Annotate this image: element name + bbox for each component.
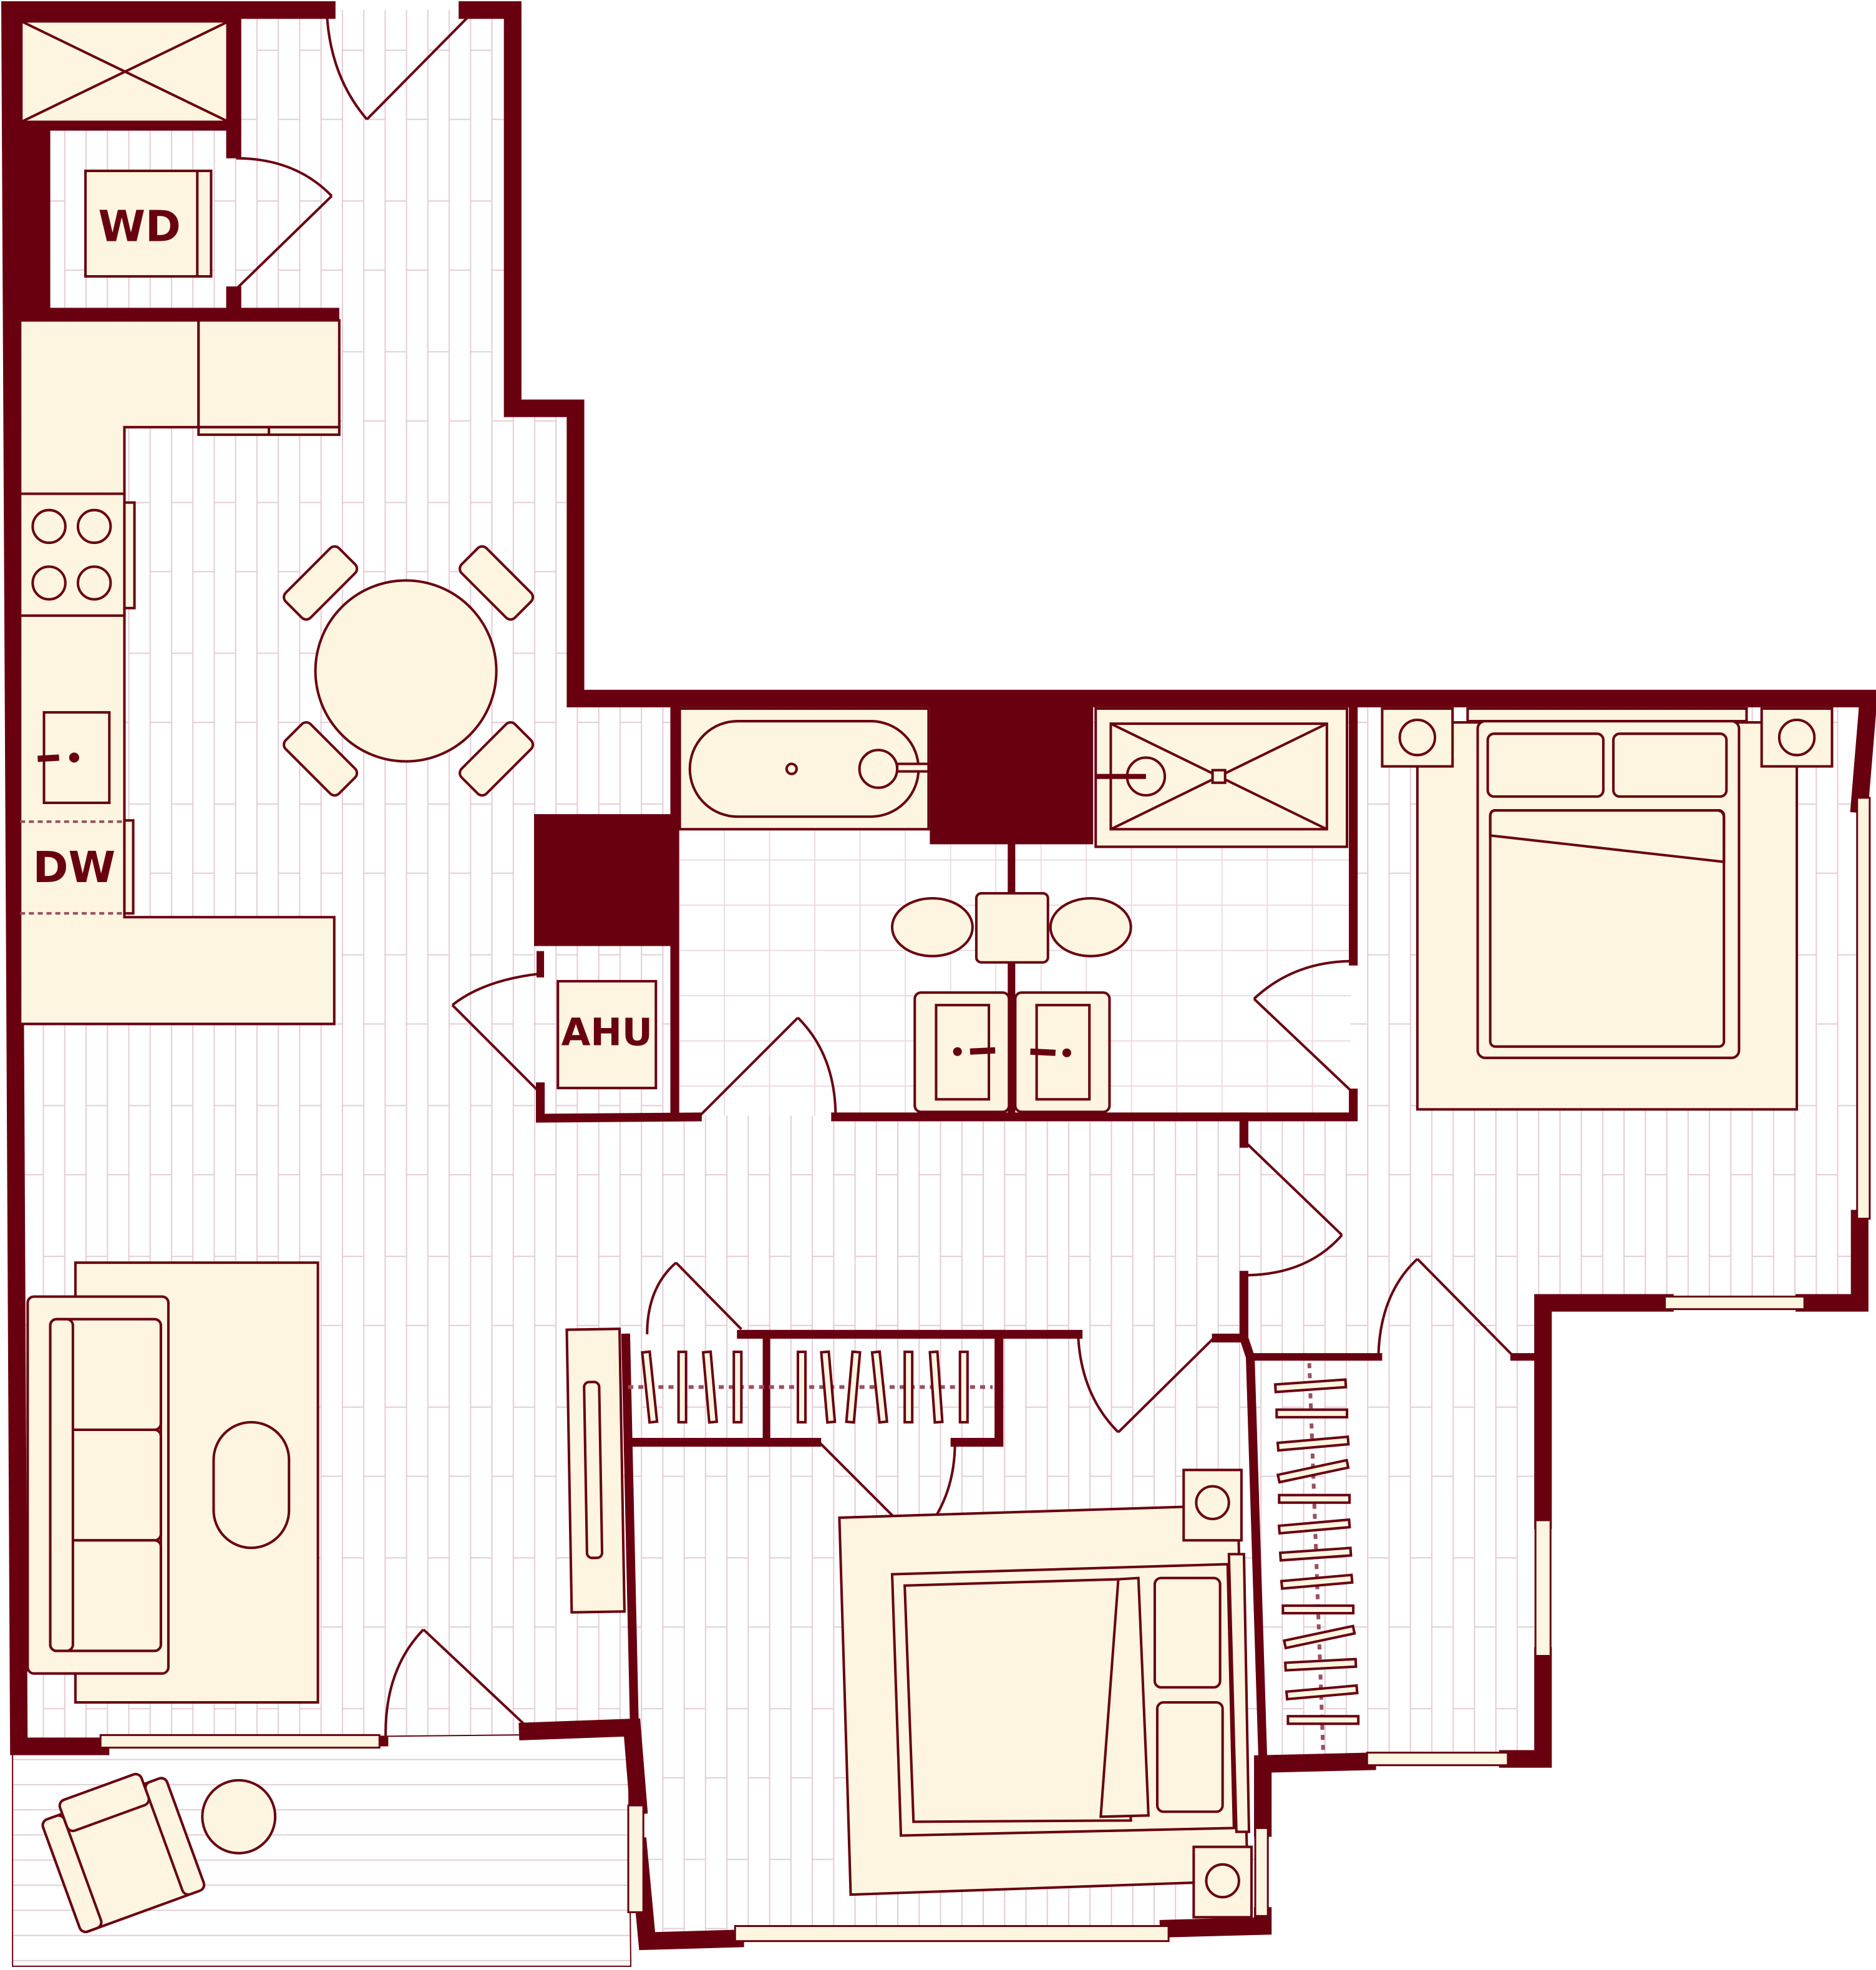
closets	[628, 1350, 1360, 1750]
air-handler: AHU	[556, 979, 658, 1090]
dishwasher: DW	[20, 819, 135, 915]
bathroom	[678, 707, 1349, 1114]
doors[interactable]	[235, 10, 1513, 1742]
toilets	[890, 891, 1132, 964]
vanity-sinks	[913, 991, 1111, 1114]
dining-table	[283, 545, 535, 797]
second-bed	[565, 1327, 1253, 1919]
kitchen-sink	[37, 711, 111, 804]
closet-hangers	[1273, 1378, 1360, 1725]
air-handler-label: AHU	[561, 1011, 653, 1055]
kitchen: DW	[19, 319, 341, 1026]
dishwasher-label: DW	[33, 843, 115, 893]
washer-dryer: WD	[84, 169, 213, 278]
washer-dryer-label: WD	[98, 202, 180, 252]
balcony-furniture	[41, 1772, 277, 1933]
windows	[99, 797, 1871, 1943]
master-bed	[1381, 707, 1834, 1111]
cooktop	[19, 492, 136, 617]
living-room	[26, 1261, 319, 1704]
